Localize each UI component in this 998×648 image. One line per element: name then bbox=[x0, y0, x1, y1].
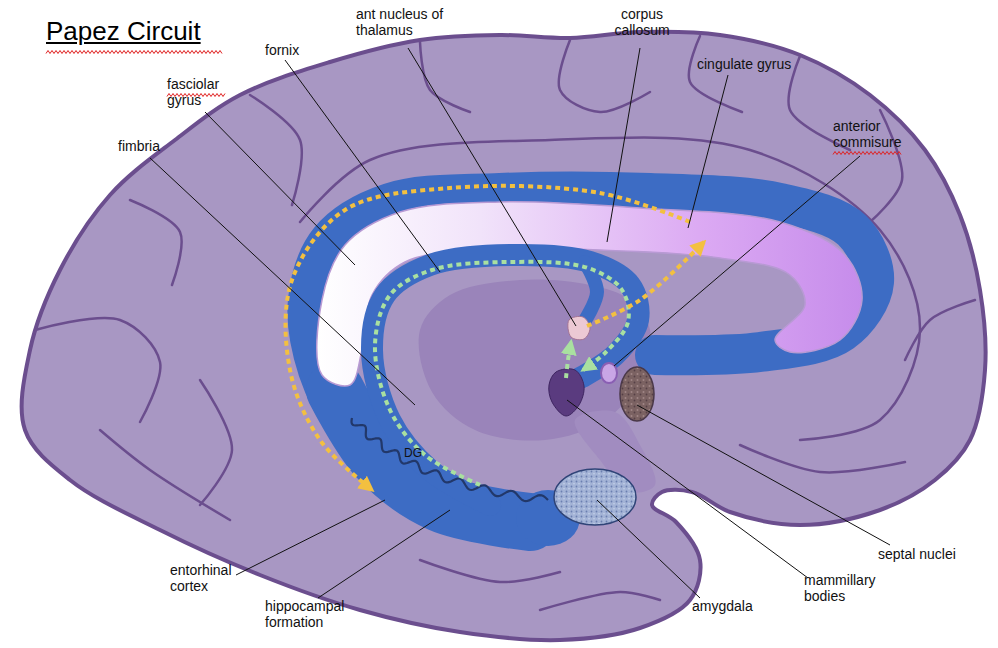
leader-line bbox=[205, 112, 355, 265]
sulcus-line bbox=[200, 380, 232, 505]
leader-line bbox=[637, 405, 890, 545]
leader-line bbox=[318, 510, 450, 598]
sulcus-line bbox=[250, 95, 302, 205]
sulcus-line bbox=[905, 300, 975, 360]
sulcus-line bbox=[540, 592, 660, 610]
leader-line bbox=[597, 500, 700, 598]
fornix-band bbox=[372, 255, 639, 505]
sulcus-line bbox=[35, 318, 160, 422]
septal-nuclei-shape bbox=[620, 367, 654, 421]
part-label: ant nucleus of thalamus bbox=[356, 6, 451, 38]
sulcus-line bbox=[689, 36, 742, 112]
sulcus-line bbox=[100, 430, 230, 520]
part-label: cingulate gyrus bbox=[697, 56, 791, 72]
leader-line bbox=[408, 48, 576, 326]
sulcus-line bbox=[130, 200, 182, 285]
leader-line bbox=[236, 500, 385, 575]
thalamocingulate-pathway bbox=[587, 242, 704, 326]
leader-line bbox=[567, 400, 808, 578]
sulcus-line bbox=[420, 42, 470, 112]
part-label: corpus callosum bbox=[603, 6, 681, 38]
part-label: amygdala bbox=[692, 598, 753, 614]
diagram-title: Papez Circuit bbox=[46, 16, 201, 47]
part-label: mammillary bodies bbox=[804, 572, 889, 604]
sulcus-line bbox=[559, 40, 650, 112]
fasciolar-band bbox=[307, 192, 874, 527]
part-label: fornix bbox=[265, 42, 299, 58]
dentate-gyrus-line bbox=[352, 418, 548, 501]
fornix-pathway bbox=[375, 262, 629, 485]
spellcheck-squiggle bbox=[833, 152, 901, 155]
part-label: hippocampal formation bbox=[265, 598, 375, 630]
sulcus-line bbox=[420, 560, 560, 582]
leader-line bbox=[607, 48, 640, 242]
part-label: entorhinal cortex bbox=[170, 562, 252, 594]
part-label: septal nuclei bbox=[878, 546, 956, 562]
leader-line bbox=[688, 75, 728, 228]
part-label: DG bbox=[404, 447, 422, 461]
sulcus-line bbox=[740, 445, 905, 472]
spellcheck-squiggle bbox=[46, 51, 222, 54]
leader-line bbox=[614, 156, 860, 366]
brain-outline bbox=[22, 32, 986, 641]
hippocampus-body bbox=[335, 390, 530, 522]
part-label: fasciolar gyrus bbox=[167, 76, 237, 108]
cingulum-pathway bbox=[285, 186, 690, 490]
amygdala-shape bbox=[554, 469, 636, 525]
mammillothalamic-pathway bbox=[566, 342, 571, 378]
leader-line bbox=[150, 158, 415, 405]
leader-line bbox=[285, 60, 440, 272]
part-label: anterior commisure bbox=[833, 118, 918, 150]
anterior-thalamic-nucleus bbox=[568, 316, 590, 339]
part-label: fimbria bbox=[118, 138, 160, 154]
